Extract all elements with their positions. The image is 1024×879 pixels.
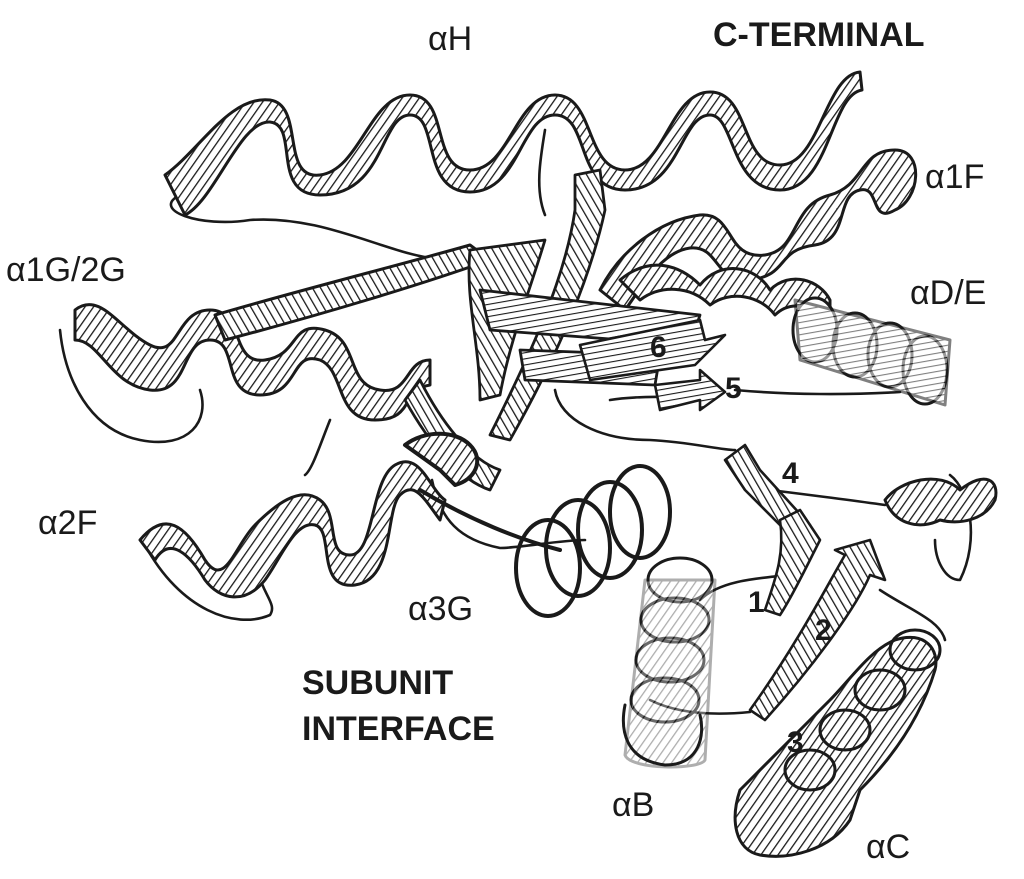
label-subunit: SUBUNIT — [302, 664, 454, 702]
strands-1-4 — [723, 443, 822, 617]
label-c-terminal: C-TERMINAL — [713, 16, 925, 54]
label-alpha-h: αH — [428, 20, 473, 58]
label-alpha-c: αC — [866, 828, 911, 866]
strand-label-2: 2 — [815, 614, 832, 647]
label-alpha-3g: α3G — [408, 590, 474, 628]
label-alpha-2f: α2F — [38, 504, 98, 542]
strand-2 — [748, 538, 887, 722]
helix-alpha-b — [621, 556, 717, 769]
helix-alpha-h — [163, 70, 864, 217]
helix-alpha-de — [618, 263, 952, 407]
strand-label-6: 6 — [650, 331, 667, 364]
strand-label-3: 3 — [787, 726, 804, 759]
label-alpha-b: αB — [612, 786, 655, 824]
label-alpha-1g-2g: α1G/2G — [6, 251, 126, 289]
strand-labels: 1 2 3 4 5 6 — [650, 331, 832, 759]
label-alpha-de: αD/E — [910, 274, 987, 312]
helix-alpha-c — [733, 477, 998, 858]
label-alpha-1f: α1F — [925, 158, 985, 196]
strand-arrows-5-6 — [578, 318, 727, 412]
strand-label-1: 1 — [748, 586, 765, 619]
label-interface: INTERFACE — [302, 710, 495, 748]
strand-label-5: 5 — [725, 372, 742, 405]
helix-alpha-2f — [138, 460, 447, 599]
helix-alpha-3g — [403, 431, 672, 618]
strand-label-4: 4 — [782, 457, 799, 490]
